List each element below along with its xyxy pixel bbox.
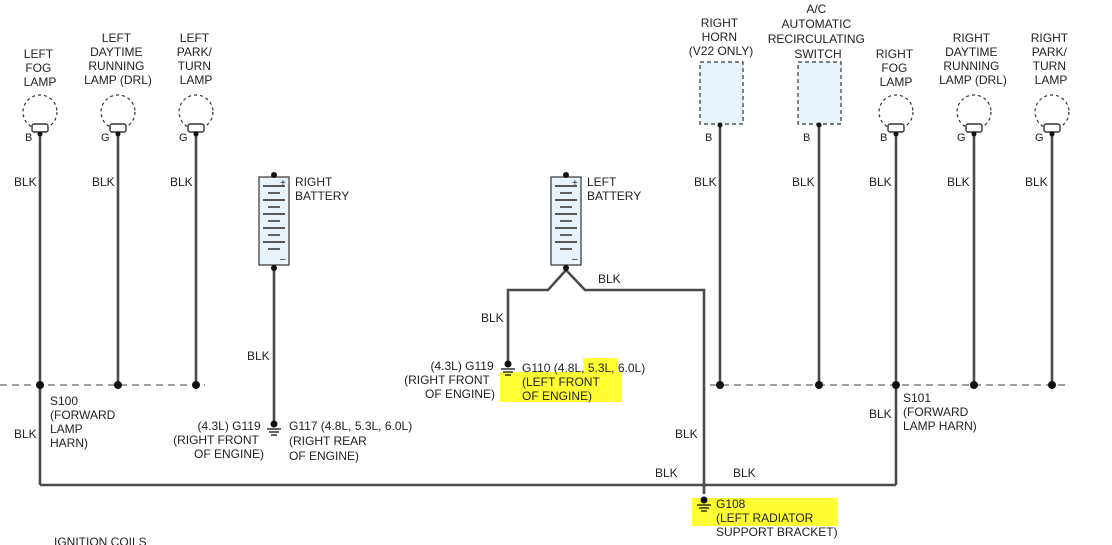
pin-label-right-drl: G: [957, 132, 966, 144]
ground-g110-label: G110 (4.8L, 5.3L, 6.0L) (LEFT FRONT OF E…: [522, 361, 649, 403]
pin-label-left-park: G: [179, 132, 188, 144]
right-drl-label: RIGHT DAYTIME RUNNING LAMP (DRL): [939, 31, 1007, 87]
pin-label-ac-switch: B: [803, 132, 810, 144]
right-battery-icon: [258, 172, 290, 271]
highlight-g108: [692, 498, 838, 526]
right-park-turn-lamp-icon: [1034, 94, 1070, 137]
wire-color-label: BLK: [947, 175, 970, 189]
right-park-turn-label: RIGHT PARK/ TURN LAMP: [1031, 31, 1071, 87]
wire-color-label: BLK: [481, 311, 504, 325]
ground-g108-icon: [697, 496, 711, 512]
highlight-g110-a: [583, 358, 617, 372]
wire-color-label: BLK: [733, 466, 756, 480]
highlight-g110-b: [500, 372, 622, 402]
left-drl-label: LEFT DAYTIME RUNNING LAMP (DRL): [84, 31, 152, 87]
wire-color-label: BLK: [14, 427, 37, 441]
ground-g119-left-label: (4.3L) G119 (RIGHT FRONT OF ENGINE): [404, 359, 497, 401]
ground-g117-label: G117 (4.8L, 5.3L, 6.0L) (RIGHT REAR OF E…: [289, 419, 416, 463]
ac-switch-icon: [797, 61, 842, 128]
ground-g117-icon: [267, 420, 281, 436]
ignition-coils-label: IGNITION COILS: [54, 535, 147, 545]
pin-label-left-fog: B: [25, 132, 32, 144]
right-battery-positive: +: [280, 178, 286, 189]
wire-color-label: BLK: [170, 175, 193, 189]
right-battery-label: RIGHT BATTERY: [295, 175, 349, 203]
wire-color-label: BLK: [675, 427, 698, 441]
wire-color-label: BLK: [1025, 175, 1048, 189]
pin-label-right-horn: B: [705, 132, 712, 144]
wire-color-label: BLK: [655, 466, 678, 480]
splice-s100-label: S100 (FORWARD LAMP HARN): [50, 394, 119, 450]
right-horn-label: RIGHT HORN (V22 ONLY): [689, 16, 753, 58]
left-park-turn-lamp-icon: [178, 94, 214, 137]
ground-g108-label: G108 (LEFT RADIATOR SUPPORT BRACKET): [716, 497, 838, 539]
left-battery-icon: [550, 172, 582, 271]
wire-color-label: BLK: [598, 272, 621, 286]
left-drl-lamp-icon: [100, 94, 136, 137]
wires: [38, 125, 1054, 494]
wire-color-label: BLK: [14, 175, 37, 189]
right-battery-negative: –: [280, 254, 286, 265]
right-fog-lamp-icon: [878, 94, 914, 137]
left-park-turn-label: LEFT PARK/ TURN LAMP: [177, 31, 215, 87]
ac-switch-label: A/C AUTOMATIC RECIRCULATING SWITCH: [768, 2, 868, 61]
right-horn-icon: [699, 61, 744, 128]
ground-g110-icon: [501, 360, 515, 376]
ground-g119-right-label: (4.3L) G119 (RIGHT FRONT OF ENGINE): [173, 419, 264, 461]
pin-label-left-drl: G: [101, 132, 110, 144]
wire-color-label: BLK: [92, 175, 115, 189]
left-battery-label: LEFT BATTERY: [587, 175, 641, 203]
right-fog-lamp-label: RIGHT FOG LAMP: [876, 47, 916, 89]
left-fog-lamp-label: LEFT FOG LAMP: [24, 47, 57, 89]
wire-color-label: BLK: [869, 407, 892, 421]
left-battery-positive: +: [572, 178, 578, 189]
pin-label-right-park: G: [1035, 132, 1044, 144]
splice-dots: [36, 381, 1056, 389]
wire-color-label: BLK: [247, 349, 270, 363]
wire-color-label: BLK: [792, 175, 815, 189]
pin-label-right-fog: B: [880, 132, 887, 144]
right-drl-lamp-icon: [956, 94, 992, 137]
left-fog-lamp-icon: [22, 94, 58, 137]
left-battery-negative: –: [572, 254, 578, 265]
wire-color-label: BLK: [694, 175, 717, 189]
wire-color-label: BLK: [869, 175, 892, 189]
splice-s101-label: S101 (FORWARD LAMP HARN): [903, 391, 977, 433]
